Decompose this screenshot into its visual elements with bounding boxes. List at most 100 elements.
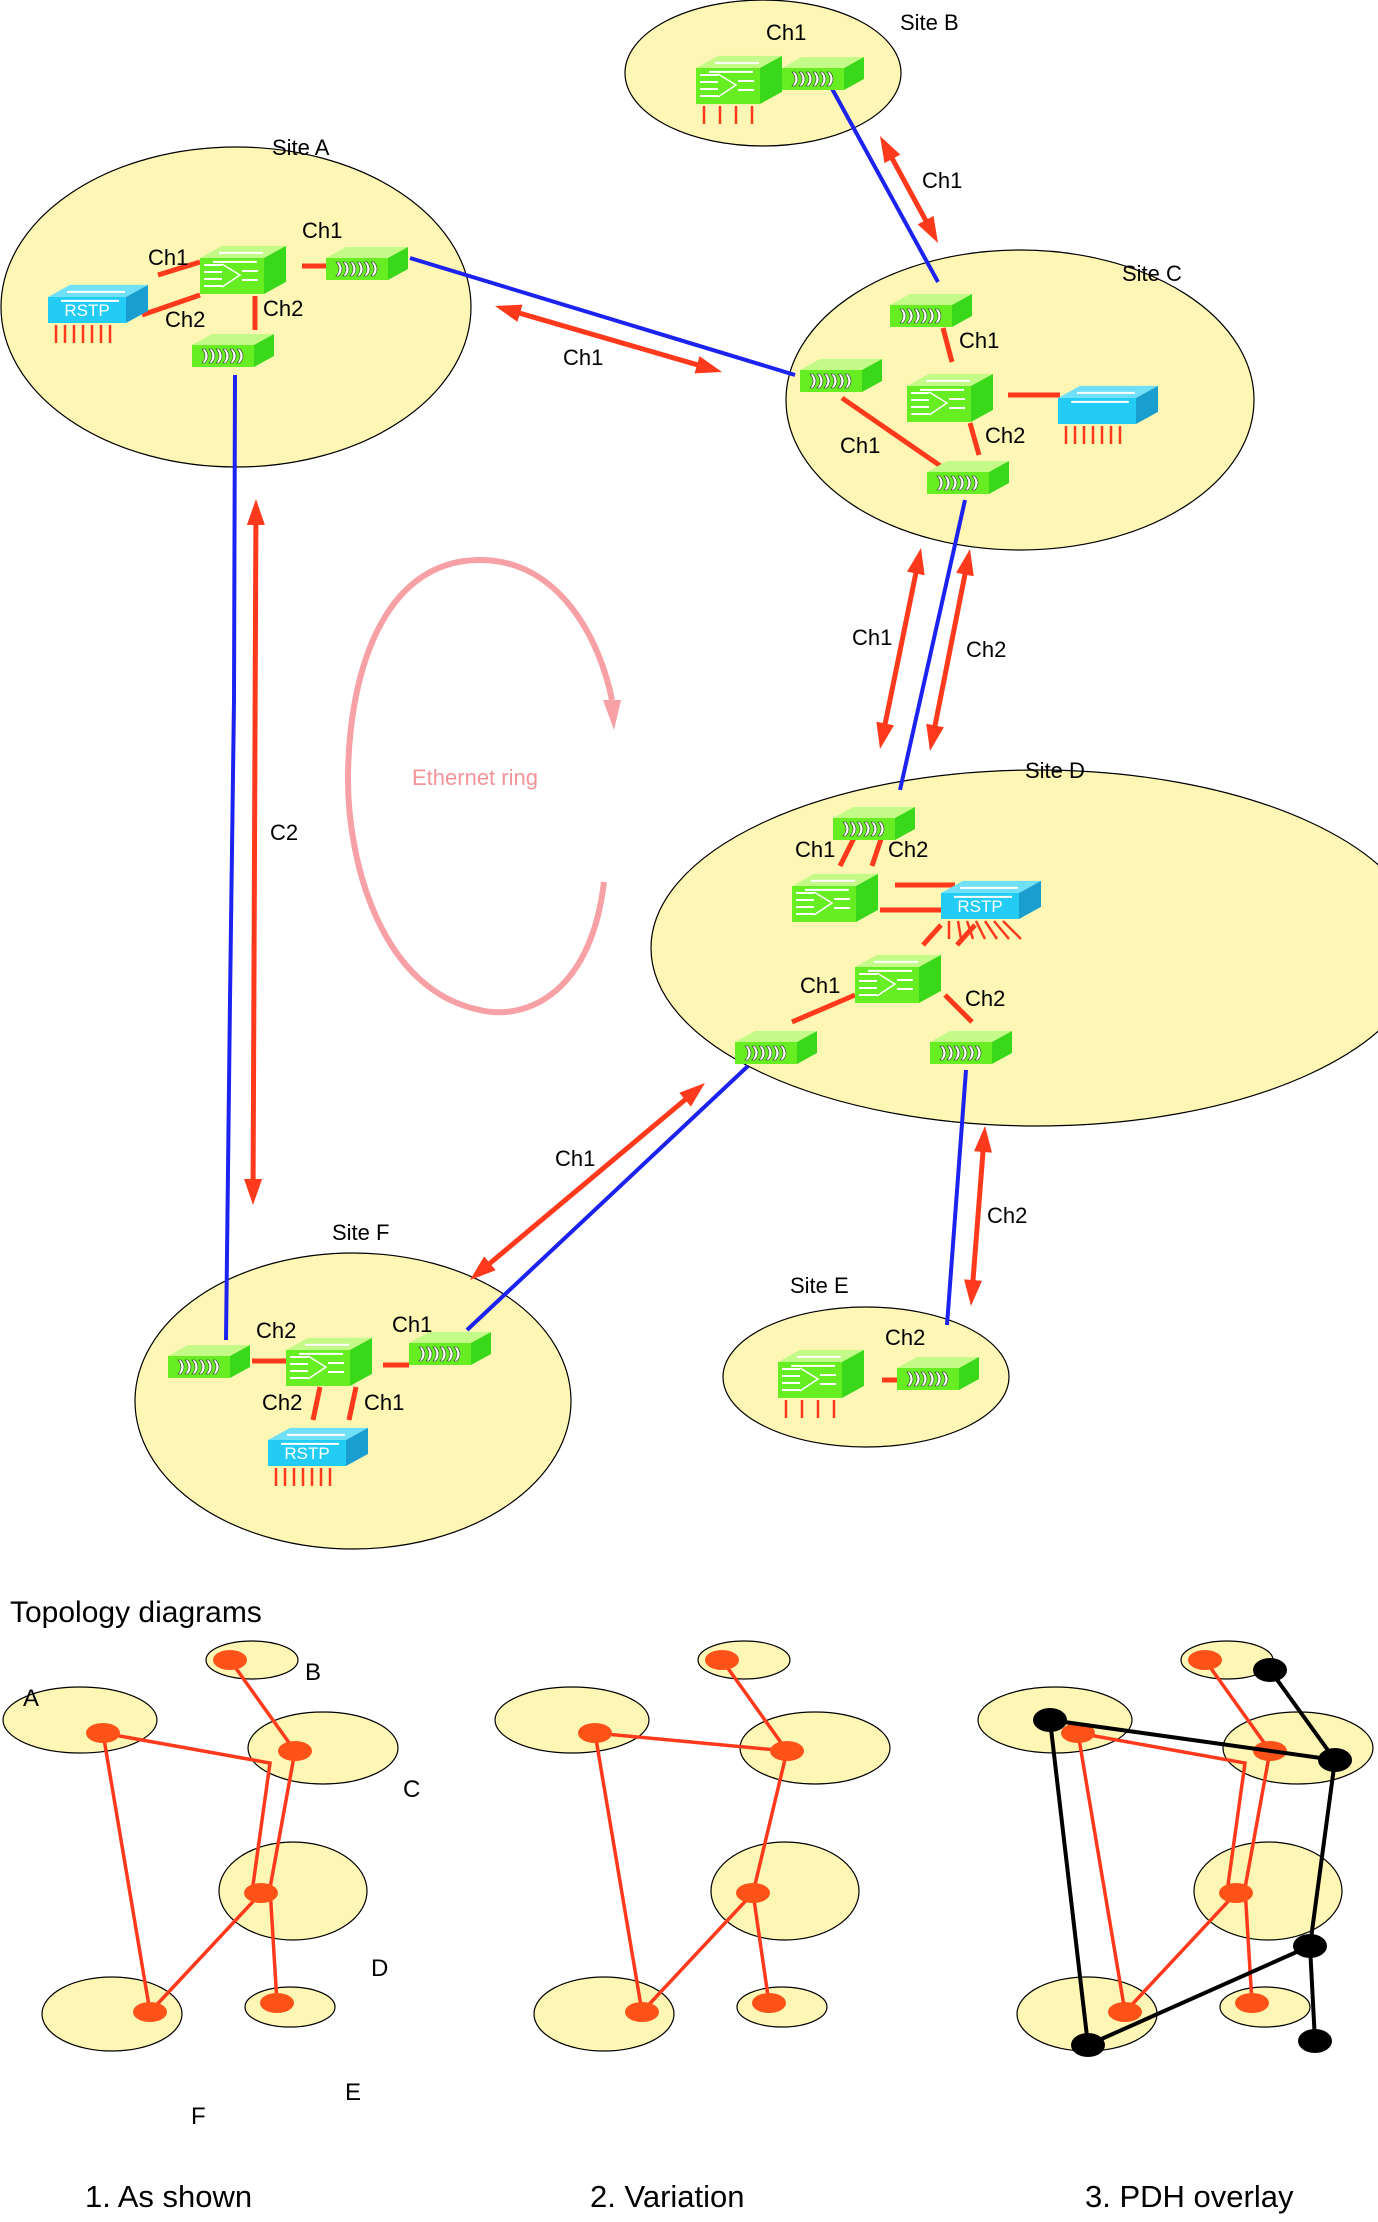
device-front bbox=[735, 1042, 797, 1064]
site-d-area bbox=[650, 769, 1378, 1127]
topo-node-b bbox=[213, 1650, 247, 1670]
arrow-shaft bbox=[970, 1146, 986, 1286]
device-side bbox=[346, 1427, 368, 1466]
topo-node-f bbox=[625, 2002, 659, 2022]
pdh-link-d-f bbox=[1087, 1944, 1311, 2047]
arrowhead bbox=[956, 549, 974, 577]
ring-arc bbox=[344, 556, 615, 1016]
topo-link-a-f bbox=[593, 1732, 644, 2013]
arrow-a-f bbox=[244, 499, 265, 1205]
site-d-radio-right bbox=[930, 1031, 1012, 1064]
topo-node-d bbox=[736, 1883, 770, 1903]
internal-channel-labels: Ch1 Ch1 Ch2 Ch2 Ch1 Ch1 Ch1 Ch2 Ch1 Ch2 … bbox=[148, 20, 1025, 1415]
link-label-c-d-ch2: Ch2 bbox=[966, 637, 1006, 662]
device-top bbox=[326, 247, 408, 258]
site-label-b: Site B bbox=[900, 10, 959, 35]
site-ellipses bbox=[0, 0, 1378, 1550]
radio-link-c-d bbox=[898, 499, 967, 791]
arrowhead bbox=[926, 723, 944, 751]
topo-link-d-e bbox=[751, 1892, 771, 2004]
device-front bbox=[168, 1356, 230, 1378]
arrowhead bbox=[880, 136, 901, 164]
pdh-node-e bbox=[1298, 2029, 1332, 2053]
site-d-rstp-switch: RSTP bbox=[941, 880, 1041, 940]
site-a-link-rstp-mux-ch1 bbox=[157, 259, 201, 278]
multiplexer-icon bbox=[911, 391, 965, 416]
radio-link-b-c bbox=[828, 84, 940, 283]
topo-node-b bbox=[705, 1650, 739, 1670]
site-c-radio-left bbox=[800, 359, 882, 392]
site-label-e: Site E bbox=[790, 1273, 849, 1298]
ch-label-d-4: Ch2 bbox=[965, 986, 1005, 1011]
topo-node-a bbox=[1061, 1723, 1095, 1743]
topo-node-d bbox=[244, 1883, 278, 1903]
ch-label-f-2: Ch1 bbox=[392, 1312, 432, 1337]
topo-link-c-d bbox=[751, 1750, 789, 1894]
device-side bbox=[1136, 385, 1158, 424]
pdh-link-a-c bbox=[1049, 1718, 1336, 1762]
device-side bbox=[126, 284, 148, 323]
ch-label-f-4: Ch1 bbox=[364, 1390, 404, 1415]
topo-node-f bbox=[133, 2002, 167, 2022]
arrow-a-c bbox=[495, 304, 722, 374]
radio-waves-icon bbox=[842, 821, 885, 837]
device-top bbox=[897, 1357, 979, 1368]
topo-letter-f: F bbox=[191, 2103, 206, 2130]
device-front bbox=[778, 1362, 842, 1398]
topo-node-a bbox=[578, 1723, 612, 1743]
topo-node-e bbox=[752, 1993, 786, 2013]
site-c-multiplexer bbox=[907, 373, 993, 422]
multiplexer-icon bbox=[859, 972, 913, 997]
pdh-node-f bbox=[1071, 2033, 1105, 2057]
pdh-link-c-d bbox=[1308, 1759, 1337, 1947]
multiplexer-icon bbox=[204, 263, 258, 288]
arrowhead bbox=[964, 1279, 982, 1306]
pdh-node-a bbox=[1033, 1708, 1067, 1732]
topo-link-a-c bbox=[594, 1731, 788, 1753]
site-d-radio-left bbox=[735, 1031, 817, 1064]
radio-link-d-e bbox=[945, 1069, 968, 1326]
topo-node-c bbox=[278, 1741, 312, 1761]
device-top bbox=[192, 334, 274, 345]
site-c-radio-top bbox=[890, 294, 972, 327]
devices: RSTP RSTP RSTP bbox=[48, 55, 1158, 1486]
site-d-link-mux2-radio-ch1 bbox=[791, 992, 856, 1025]
ch-label-f-3: Ch2 bbox=[262, 1390, 302, 1415]
site-f-rstp-switch: RSTP bbox=[268, 1427, 368, 1486]
multiplexer-icon bbox=[782, 1367, 836, 1392]
device-front bbox=[782, 68, 844, 90]
link-label-a-c: Ch1 bbox=[563, 345, 603, 370]
ch-label-d-3: Ch1 bbox=[800, 973, 840, 998]
site-d-link-mux2-radio-ch2 bbox=[943, 993, 974, 1024]
arrowhead bbox=[246, 499, 265, 526]
topo-site-c bbox=[247, 1711, 399, 1785]
site-d-link-radio-mux-ch2 bbox=[869, 835, 885, 867]
radio-waves-icon bbox=[936, 475, 979, 491]
device-top bbox=[735, 1031, 817, 1042]
topology-title: Topology diagrams bbox=[10, 1596, 262, 1629]
arrow-b-c bbox=[880, 136, 938, 243]
topo-node-f bbox=[1108, 2002, 1142, 2022]
link-label-a-f: C2 bbox=[270, 820, 298, 845]
ring-label: Ethernet ring bbox=[412, 765, 538, 790]
device-side bbox=[895, 807, 915, 840]
site-f-link-mux-rstp-ch1 bbox=[346, 1386, 359, 1421]
topo-letter-a: A bbox=[23, 1685, 39, 1712]
site-label-d: Site D bbox=[1025, 758, 1085, 783]
device-front bbox=[286, 1350, 350, 1386]
device-side bbox=[862, 359, 882, 392]
site-a-rstp-switch: RSTP bbox=[48, 284, 148, 343]
arrowhead bbox=[974, 1126, 992, 1153]
ch-label-c-3: Ch2 bbox=[985, 423, 1025, 448]
radio-links bbox=[224, 84, 968, 1341]
ch-label-c-2: Ch1 bbox=[840, 433, 880, 458]
ch-label-d-2: Ch2 bbox=[888, 837, 928, 862]
site-f-link-mux-rstp-ch2 bbox=[310, 1386, 323, 1421]
device-side bbox=[388, 247, 408, 280]
device-front bbox=[792, 886, 856, 922]
link-label-d-e: Ch2 bbox=[987, 1203, 1027, 1228]
site-d-link-rstp-mux2-2 bbox=[955, 923, 977, 947]
ch-label-a-3: Ch2 bbox=[165, 307, 205, 332]
radio-link-d-f bbox=[465, 1064, 750, 1332]
